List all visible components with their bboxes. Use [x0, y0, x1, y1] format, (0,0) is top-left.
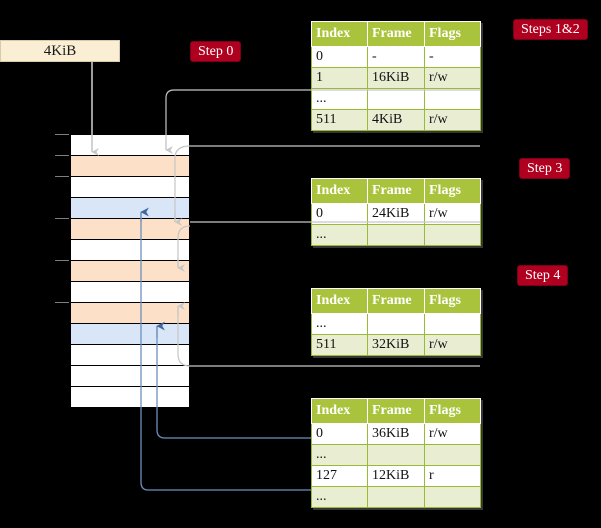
memory-frame-row [70, 323, 190, 345]
badge-step-3: Step 3 [519, 158, 571, 179]
cell-frame [367, 486, 425, 508]
cell-flags: r/w [424, 67, 481, 89]
table-header-row: Index Frame Flags [311, 21, 481, 47]
cell-index: 0 [311, 423, 368, 445]
memory-frame-tick [55, 302, 69, 303]
memory-frame-row [70, 302, 190, 324]
badge-steps-1-2: Steps 1&2 [513, 19, 588, 40]
table-row: ... [311, 88, 481, 110]
cell-flags [424, 224, 481, 246]
memory-frame-row [70, 197, 190, 219]
cell-index: 0 [311, 46, 368, 68]
cell-flags [424, 88, 481, 110]
cell-index: ... [311, 444, 368, 466]
cell-flags [424, 486, 481, 508]
column-header-index: Index [311, 21, 368, 47]
column-header-flags: Flags [424, 21, 481, 47]
memory-frame-tick [55, 218, 69, 219]
cell-index: 0 [311, 203, 368, 225]
memory-frame-row [70, 134, 190, 156]
memory-frame-row [70, 344, 190, 366]
memory-frame-row [70, 176, 190, 198]
cell-index: 511 [311, 109, 368, 131]
memory-frame-tick [55, 155, 69, 156]
source-page-box: 4KiB [0, 40, 120, 62]
cell-index: 1 [311, 67, 368, 89]
memory-frame-row [70, 239, 190, 261]
cell-index: 511 [311, 334, 368, 356]
cell-flags: r [424, 465, 481, 487]
column-header-frame: Frame [367, 288, 425, 314]
column-header-flags: Flags [424, 288, 481, 314]
cell-frame [367, 444, 425, 466]
cell-frame: 12KiB [367, 465, 425, 487]
cell-frame: 16KiB [367, 67, 425, 89]
cell-flags: r/w [424, 334, 481, 356]
badge-step-4: Step 4 [517, 265, 569, 286]
column-header-frame: Frame [367, 178, 425, 204]
cell-frame: 36KiB [367, 423, 425, 445]
cell-frame: 32KiB [367, 334, 425, 356]
table-header-row: Index Frame Flags [311, 288, 481, 314]
cell-frame: 24KiB [367, 203, 425, 225]
memory-frame-tick [55, 134, 69, 135]
column-header-frame: Frame [367, 398, 425, 424]
memory-frame-tick [55, 260, 69, 261]
column-header-index: Index [311, 178, 368, 204]
memory-frame-row [70, 260, 190, 282]
cell-frame [367, 313, 425, 335]
table-header-row: Index Frame Flags [311, 178, 481, 204]
table-header-row: Index Frame Flags [311, 398, 481, 424]
cell-flags: r/w [424, 423, 481, 445]
cell-frame: 4KiB [367, 109, 425, 131]
cell-frame: - [367, 46, 425, 68]
column-header-flags: Flags [424, 178, 481, 204]
physical-memory-column [55, 134, 190, 408]
memory-frame-tick [55, 176, 69, 177]
memory-frame-row [70, 386, 190, 408]
cell-frame [367, 88, 425, 110]
table-row: ... [311, 486, 481, 508]
cell-index: 127 [311, 465, 368, 487]
memory-frame-row [70, 155, 190, 177]
column-header-index: Index [311, 398, 368, 424]
memory-frame-row [70, 365, 190, 387]
cell-index: ... [311, 88, 368, 110]
column-header-flags: Flags [424, 398, 481, 424]
column-header-index: Index [311, 288, 368, 314]
cell-flags [424, 444, 481, 466]
cell-frame [367, 224, 425, 246]
badge-step-0: Step 0 [190, 41, 242, 62]
cell-flags: - [424, 46, 481, 68]
cell-flags [424, 313, 481, 335]
table-row: ... [311, 224, 481, 246]
memory-frame-row [70, 281, 190, 303]
cell-flags: r/w [424, 109, 481, 131]
cell-index: ... [311, 224, 368, 246]
cell-index: ... [311, 486, 368, 508]
cell-flags: r/w [424, 203, 481, 225]
cell-index: ... [311, 313, 368, 335]
column-header-frame: Frame [367, 21, 425, 47]
table-row: ... [311, 444, 481, 466]
table-row: ... [311, 313, 481, 335]
memory-frame-row [70, 218, 190, 240]
table-row: 0-- [311, 46, 481, 68]
